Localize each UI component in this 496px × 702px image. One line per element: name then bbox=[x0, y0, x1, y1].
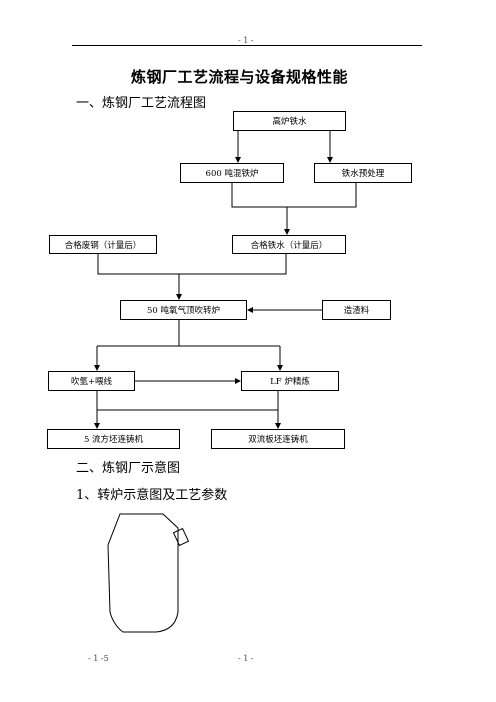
converter-vessel-outline bbox=[107, 513, 179, 633]
section-heading-schematic: 二、炼钢厂示意图 bbox=[76, 461, 181, 476]
node-qualified-iron: 合格铁水（计量后） bbox=[232, 235, 346, 254]
node-blast-furnace-iron: 高炉铁水 bbox=[233, 111, 346, 131]
node-slab-caster: 双流板坯连铸机 bbox=[211, 429, 345, 449]
node-billet-caster: 5 流方坯连铸机 bbox=[47, 429, 180, 449]
merge-scrap-iron bbox=[97, 254, 287, 275]
node-argon-wire-feeding: 吹氩+喂线 bbox=[48, 371, 135, 391]
merge-mixer-pretreatment bbox=[231, 183, 357, 208]
node-lf-refining: LF 炉精炼 bbox=[241, 371, 339, 391]
footer-page-number: - 1 - bbox=[238, 654, 254, 663]
section-heading-flowchart: 一、炼钢厂工艺流程图 bbox=[76, 96, 207, 111]
node-iron-pretreatment: 铁水预处理 bbox=[314, 163, 412, 183]
footer-left-mark: - 1 -5 bbox=[88, 654, 109, 663]
node-converter: 50 吨氧气顶吹转炉 bbox=[120, 300, 247, 320]
node-slag-material: 造渣料 bbox=[322, 300, 391, 320]
subsection-heading-converter: 1、转炉示意图及工艺参数 bbox=[76, 488, 228, 503]
node-qualified-scrap: 合格废钢（计量后） bbox=[49, 235, 157, 254]
header-page-mark: - 1 - bbox=[238, 36, 254, 45]
document-title: 炼钢厂工艺流程与设备规格性能 bbox=[131, 68, 349, 86]
converter-tap-hole bbox=[172, 527, 190, 547]
header-rule bbox=[72, 45, 422, 46]
node-iron-mixer: 600 吨混铁炉 bbox=[180, 163, 284, 183]
